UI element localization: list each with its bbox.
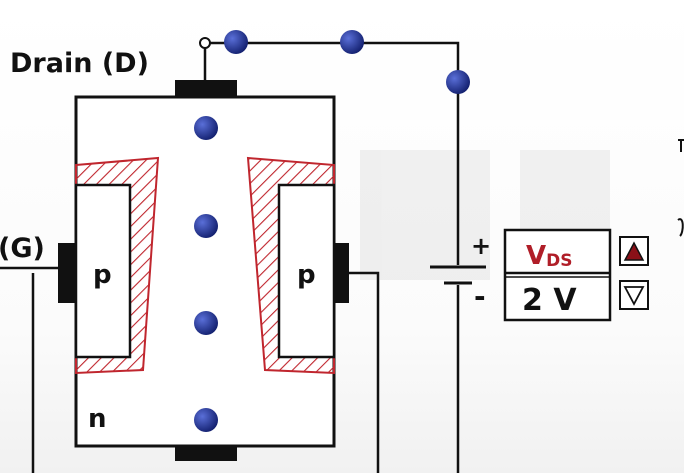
offscreen-symbol-2: [677, 218, 684, 237]
electron: [194, 214, 218, 238]
drain-terminal: [199, 37, 211, 49]
decrease-button-frame[interactable]: [619, 280, 649, 310]
electron: [194, 408, 218, 432]
electrons: [194, 30, 470, 432]
vds-name: VDS: [526, 241, 572, 271]
gate-contact-right: [334, 243, 349, 303]
vds-box: [503, 228, 612, 322]
battery-minus-label: -: [474, 280, 486, 313]
p-left-label: p: [93, 260, 112, 290]
offscreen-symbol: [678, 139, 684, 152]
electron: [194, 116, 218, 140]
n-label: n: [88, 404, 107, 434]
electron: [340, 30, 364, 54]
drain-wire: [210, 41, 460, 265]
p-region-right: [277, 183, 336, 359]
gate-contact-left: [58, 243, 76, 303]
vds-name-sub: DS: [546, 251, 572, 271]
triangle-down-icon[interactable]: [623, 286, 645, 306]
gate-wire-right: [349, 271, 380, 473]
electron: [446, 70, 470, 94]
electron: [194, 311, 218, 335]
p-right-label: p: [297, 260, 316, 290]
p-region-left: [74, 183, 132, 359]
triangle-up-icon[interactable]: [623, 241, 645, 261]
drain-label: Drain (D): [10, 48, 149, 79]
gate-label: (G): [0, 233, 45, 264]
electron: [224, 30, 248, 54]
vds-increase-button[interactable]: [619, 236, 649, 266]
source-contact: [175, 446, 237, 461]
battery-plus-label: +: [471, 232, 491, 260]
drain-contact: [175, 80, 237, 97]
vds-value: 2 V: [522, 283, 577, 318]
vds-decrease-button[interactable]: [619, 280, 649, 310]
vds-name-main: V: [526, 241, 546, 271]
